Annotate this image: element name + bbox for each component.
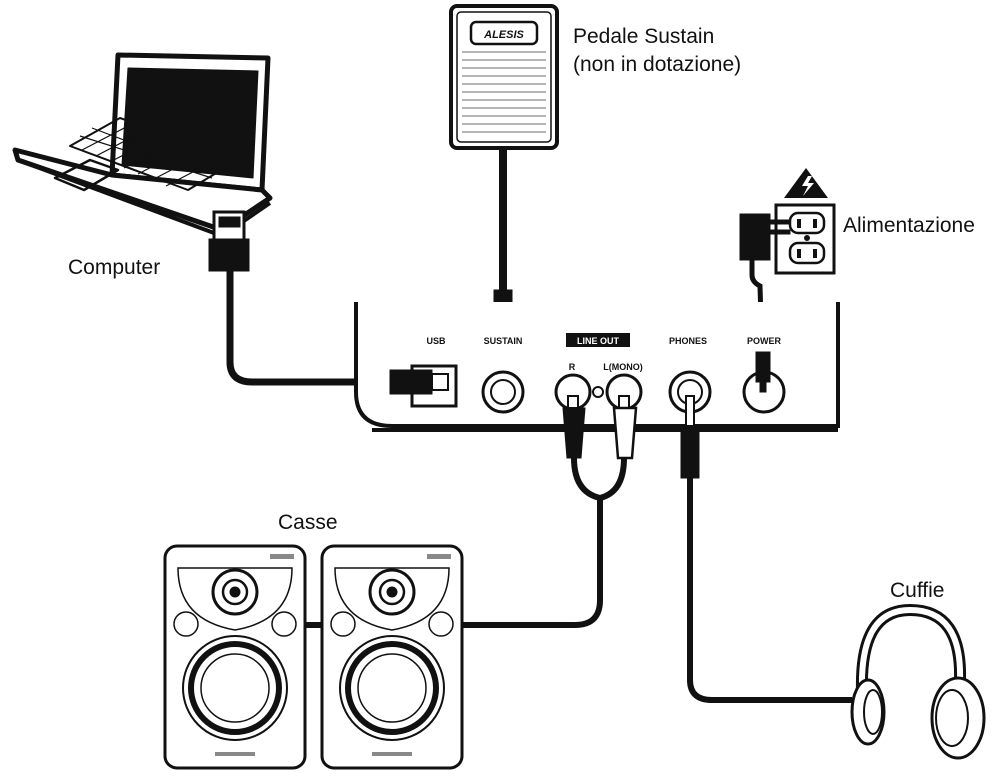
phones-plug xyxy=(680,395,700,479)
phones-cable xyxy=(687,478,852,703)
laptop xyxy=(12,52,273,238)
power-cable xyxy=(749,258,765,353)
pedal-label-line2: (non in dotazione) xyxy=(573,53,742,76)
rca-plug-right xyxy=(562,395,586,459)
rca-plug-left xyxy=(612,395,638,460)
pedal-label-line1: Pedale Sustain xyxy=(573,25,715,48)
line-out-label: LINE OUT xyxy=(577,336,620,346)
speaker-left xyxy=(163,544,307,770)
headphones xyxy=(850,603,986,760)
pedal-brand: ALESIS xyxy=(483,29,524,41)
usb-port-label: USB xyxy=(426,336,446,346)
warning-icon xyxy=(784,168,828,198)
line-out-right-label: R xyxy=(569,362,576,372)
usb-cable xyxy=(226,264,396,386)
usb-plug xyxy=(208,210,250,272)
power-port-label: POWER xyxy=(747,336,782,346)
computer-label: Computer xyxy=(68,256,161,279)
line-out-left-label: L(MONO) xyxy=(603,362,643,372)
rca-cable xyxy=(305,457,627,628)
wall-outlet xyxy=(774,203,836,275)
headphones-label: Cuffie xyxy=(890,579,945,602)
speaker-right xyxy=(320,544,464,770)
speakers-label: Casse xyxy=(278,511,338,534)
power-label: Alimentazione xyxy=(843,214,975,237)
power-adapter xyxy=(739,213,791,261)
usb-b-plug xyxy=(389,369,449,395)
sustain-pedal: ALESIS xyxy=(449,4,559,150)
power-plug xyxy=(755,351,771,393)
sustain-port-label: SUSTAIN xyxy=(484,336,523,346)
phones-port-label: PHONES xyxy=(669,336,707,346)
